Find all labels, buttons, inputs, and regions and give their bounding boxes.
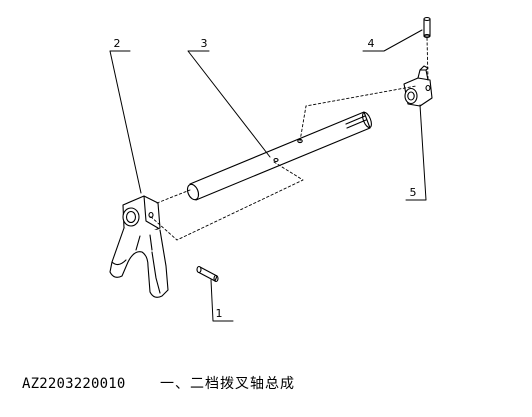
callout-3: 3 [201,37,208,50]
assembly-guide-lines [149,37,429,241]
callout-1: 1 [216,307,223,320]
leader-lines [109,29,427,322]
callout-2: 2 [114,37,121,50]
figure-caption: AZ2203220010 一、二档拨叉轴总成 [22,372,295,396]
pin-part-4 [423,16,431,39]
shift-fork-part-2 [109,195,169,298]
shift-shaft-part-3 [186,111,372,201]
callout-4: 4 [368,37,375,50]
shift-block-part-5 [403,65,433,107]
callout-5: 5 [410,186,417,199]
assembly-title: 一、二档拨叉轴总成 [159,376,295,392]
part-code: AZ2203220010 [22,376,126,392]
pin-part-1 [196,265,219,283]
